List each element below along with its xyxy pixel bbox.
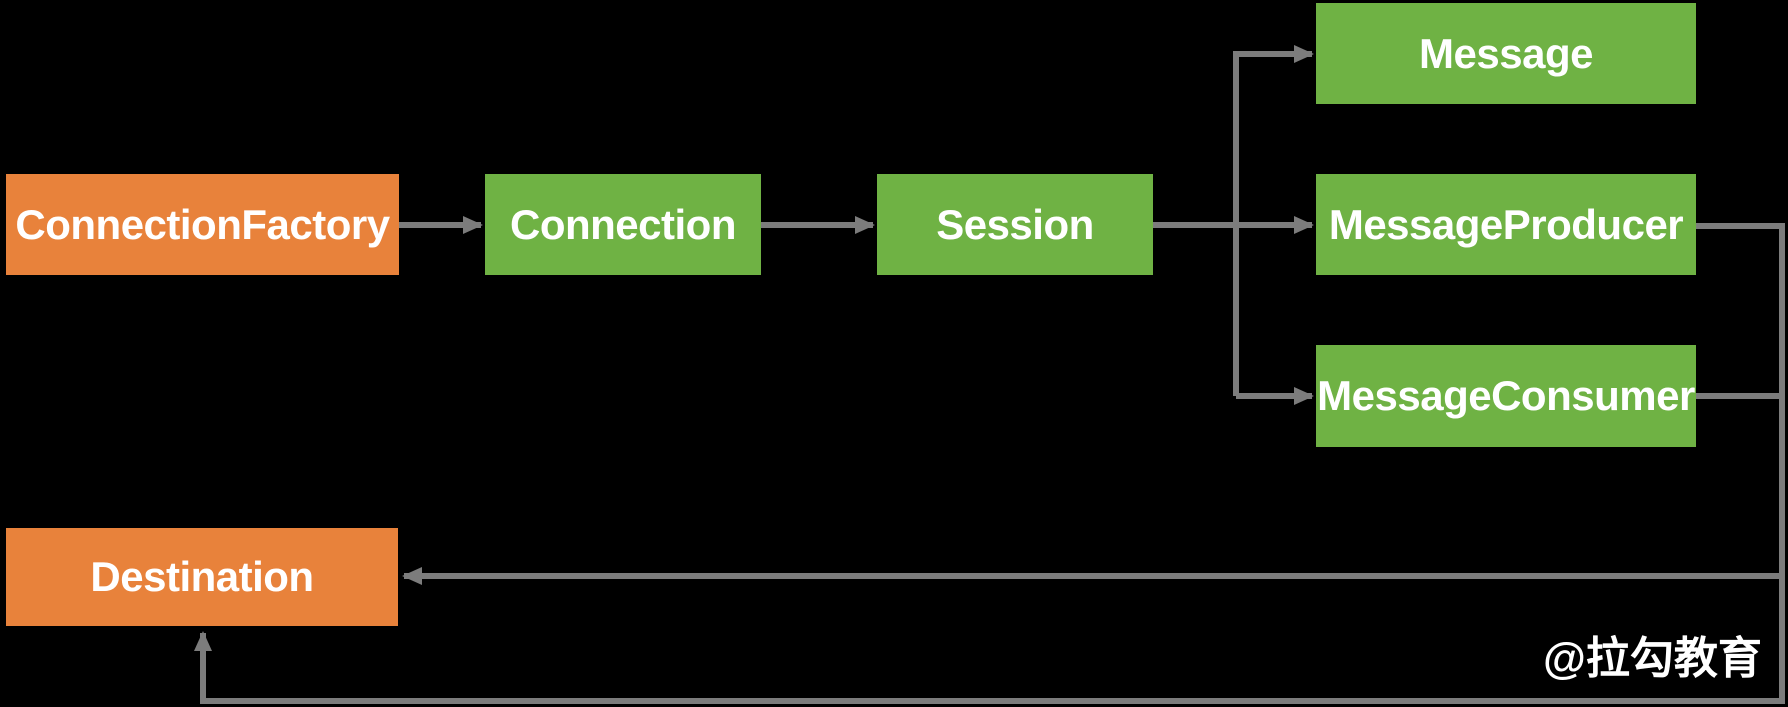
node-message: Message: [1316, 3, 1696, 104]
node-destination: Destination: [6, 528, 398, 626]
node-connection-factory: ConnectionFactory: [6, 174, 399, 275]
node-session: Session: [877, 174, 1153, 275]
node-label-connection: Connection: [510, 200, 736, 248]
node-connection: Connection: [485, 174, 761, 275]
node-label-message: Message: [1419, 29, 1593, 77]
node-message-producer: MessageProducer: [1316, 174, 1696, 275]
node-message-consumer: MessageConsumer: [1316, 345, 1696, 447]
watermark-label: @拉勾教育: [1543, 634, 1762, 683]
node-label-session: Session: [936, 200, 1094, 248]
edge-branch-to-message: [1233, 45, 1314, 396]
node-label-destination: Destination: [90, 553, 314, 600]
node-label-message-producer: MessageProducer: [1328, 200, 1684, 248]
node-label-connection-factory: ConnectionFactory: [15, 200, 390, 248]
node-label-message-consumer: MessageConsumer: [1317, 372, 1695, 419]
edge-producer-out-rail-to-destination-bottom: [194, 223, 1785, 704]
